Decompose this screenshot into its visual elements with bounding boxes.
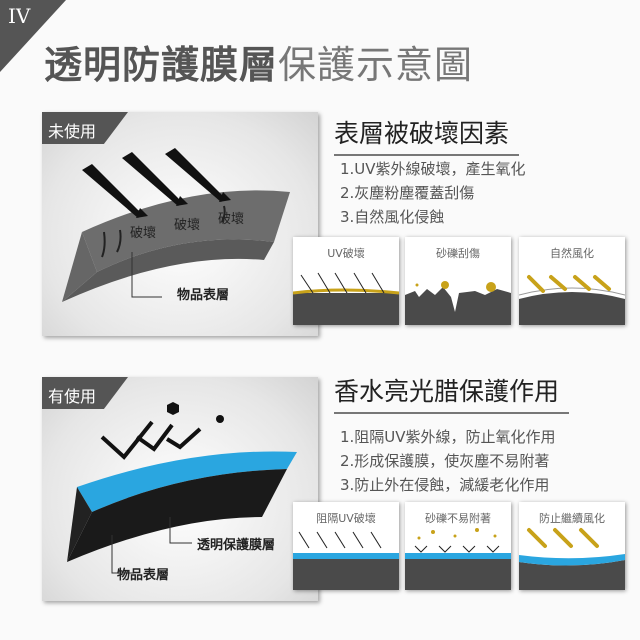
without-tag: 未使用 [42,112,128,144]
mini-caption: 自然風化 [550,247,594,260]
list-item: 1.UV紫外線破壞，產生氧化 [340,160,526,178]
with-illustration-panel: 有使用 透明保護膜層 物品表層 [42,377,318,601]
list-item: 3.防止外在侵蝕，減緩老化作用 [340,476,550,494]
without-heading: 表層被破壞因素 [334,114,520,156]
film-label: 透明保護膜層 [197,538,276,553]
page-title: 透明防護膜層保護示意圖 [44,34,473,89]
mini-gravel-repel: 砂礫不易附著 [405,502,511,590]
mini-caption: 砂礫不易附著 [425,512,491,525]
mini-caption: 阻隔UV破壞 [316,512,376,525]
list-item: 3.自然風化侵蝕 [340,208,445,226]
mini-block-uv: 阻隔UV破壞 [293,502,399,590]
mini-stop-weathering: 防止繼續風化 [519,502,625,590]
damage-label: 破壞 [130,226,157,241]
list-item: 1.阻隔UV紫外線，防止氧化作用 [340,428,556,446]
surface-label: 物品表層 [177,288,230,303]
section-number: IV [8,4,31,28]
mini-caption: 砂礫刮傷 [436,247,480,260]
surface-label: 物品表層 [117,568,170,583]
mini-caption: 防止繼續風化 [539,512,605,525]
damage-label: 破壞 [218,212,245,227]
protected-surface-illustration [67,402,297,574]
mini-weathering: 自然風化 [519,237,625,325]
list-item: 2.形成保護膜，使灰塵不易附著 [340,452,550,470]
section-badge [0,0,66,72]
mini-caption: UV破壞 [327,247,365,260]
without-illustration-panel: 未使用 破壞 破壞 破壞 物品表層 [42,112,318,336]
without-list: 1.UV紫外線破壞，產生氧化 2.灰塵粉塵覆蓋刮傷 3.自然風化侵蝕 [340,157,526,229]
damage-label: 破壞 [174,218,201,233]
mini-gravel-scratch: 砂礫刮傷 [405,237,511,325]
with-list: 1.阻隔UV紫外線，防止氧化作用 2.形成保護膜，使灰塵不易附著 3.防止外在侵… [340,425,556,497]
damaged-surface-illustration [62,148,290,302]
title-bold: 透明防護膜層 [44,43,279,87]
with-heading: 香水亮光腊保護作用 [334,372,570,414]
title-light: 保護示意圖 [278,43,474,87]
mini-uv-damage: UV破壞 [293,237,399,325]
list-item: 2.灰塵粉塵覆蓋刮傷 [340,184,475,202]
